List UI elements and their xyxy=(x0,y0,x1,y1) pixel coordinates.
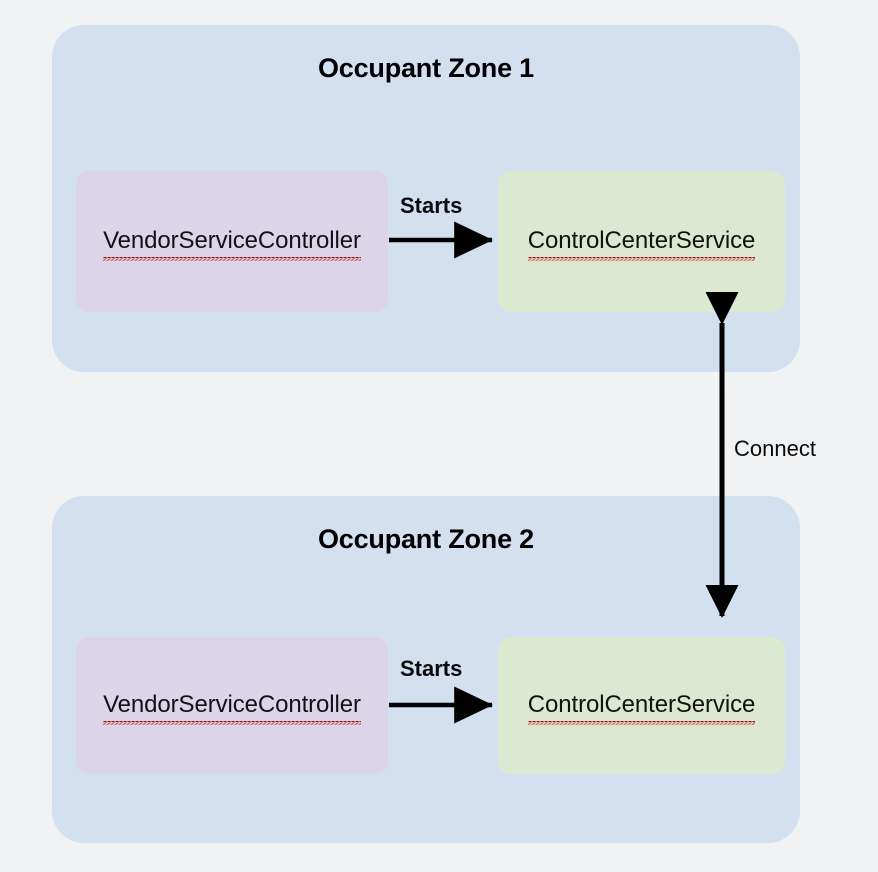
edge-label-starts-2: Starts xyxy=(400,656,463,681)
node-control-center-service-1[interactable]: ControlCenterService xyxy=(498,171,785,312)
node-label-vendor-1: VendorServiceController xyxy=(103,227,361,262)
node-label-control-1: ControlCenterService xyxy=(527,227,756,262)
zone-title-2: Occupant Zone 2 xyxy=(317,524,535,554)
edge-label-connect: Connect xyxy=(734,436,816,461)
node-vendor-service-controller-2[interactable]: VendorServiceController xyxy=(76,637,388,774)
node-label-vendor-2: VendorServiceController xyxy=(103,691,361,726)
zone-title-1: Occupant Zone 1 xyxy=(317,53,535,83)
node-control-center-service-2[interactable]: ControlCenterService xyxy=(498,637,785,774)
node-label-control-2: ControlCenterService xyxy=(527,691,756,726)
edge-label-starts-1: Starts xyxy=(400,193,463,218)
node-vendor-service-controller-1[interactable]: VendorServiceController xyxy=(76,171,388,312)
